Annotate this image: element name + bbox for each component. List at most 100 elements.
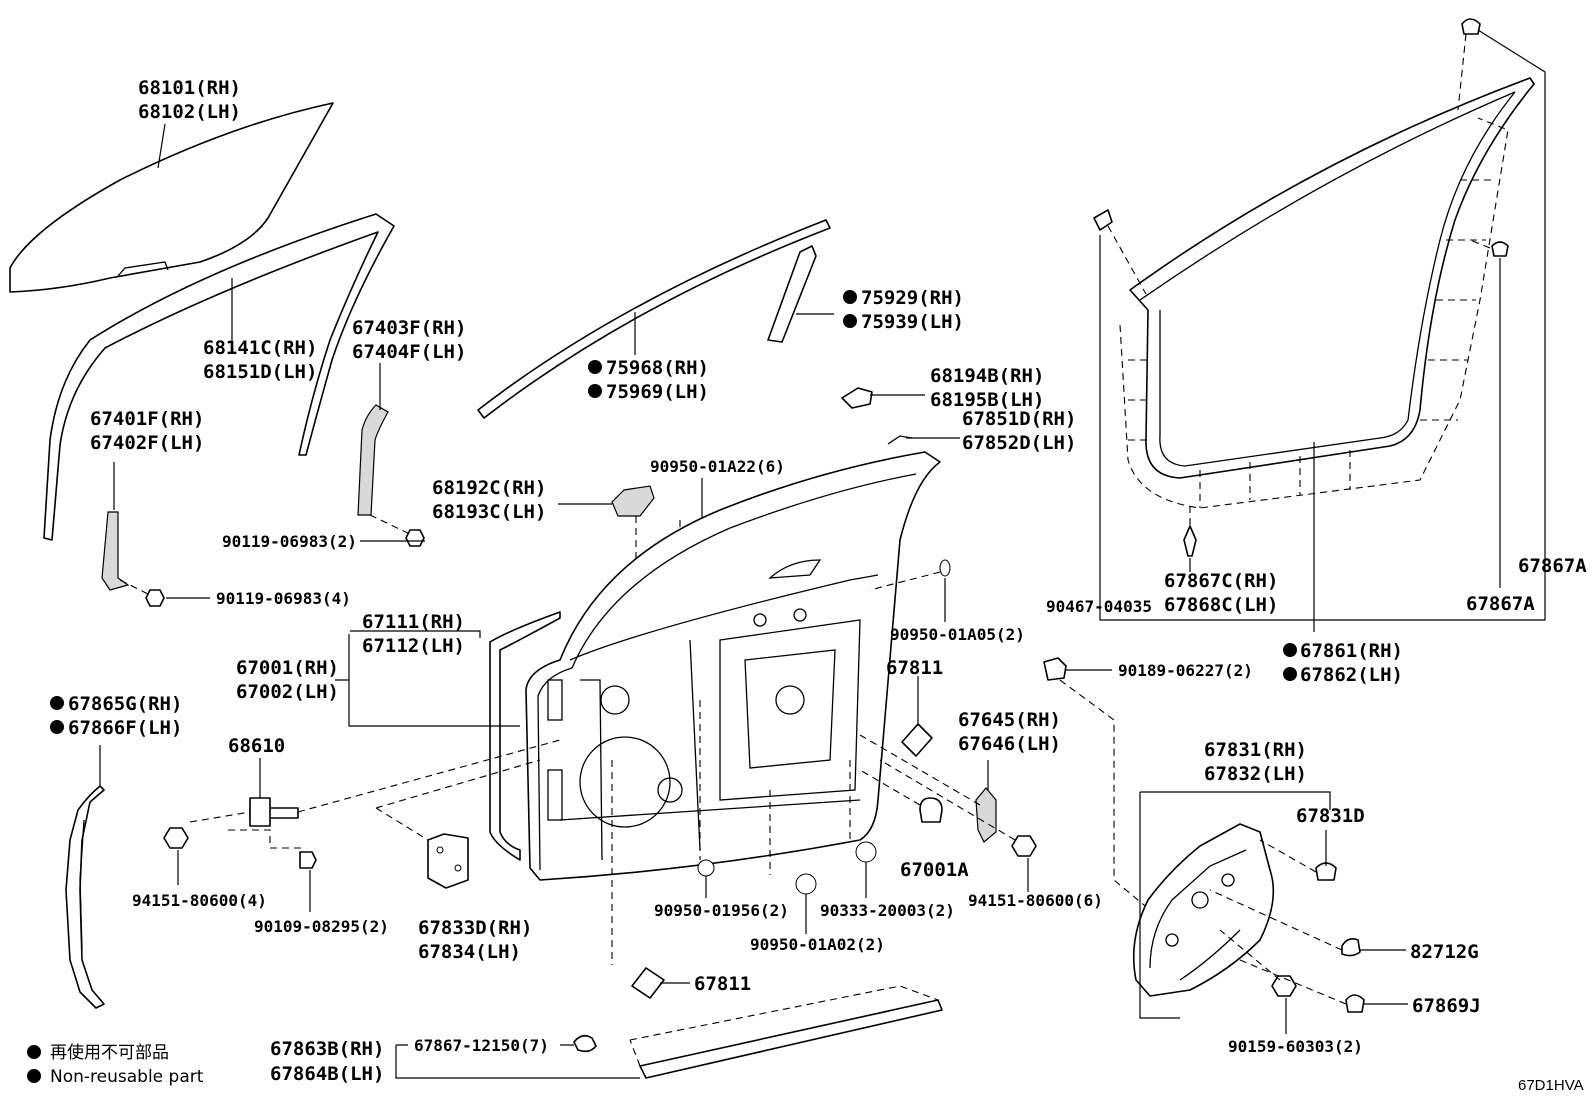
- label-ws-lh: 67862(LH): [1300, 664, 1403, 686]
- label-clip-g: 82712G: [1410, 941, 1479, 963]
- glass-leader: [157, 123, 166, 169]
- label-panel-rh: 67111(RH): [362, 611, 465, 633]
- label-trim-lh: 67832(LH): [1204, 763, 1307, 785]
- label-belt-rh: 75968(RH): [606, 357, 709, 379]
- label-run-rh: 68141C(RH): [203, 337, 317, 359]
- pad-part: [901, 723, 933, 757]
- clip-icon: [1341, 938, 1361, 957]
- label-panel-lh: 67112(LH): [362, 635, 465, 657]
- label-sash-f-rh: 67403F(RH): [352, 317, 466, 339]
- non-reusable-icon: [1283, 643, 1297, 657]
- label-hole-rh: 67833D(RH): [418, 917, 532, 939]
- label-sash-r-lh: 67402F(LH): [90, 432, 204, 454]
- clip-icon: [1043, 657, 1067, 681]
- clip-icon: [1183, 525, 1197, 557]
- plug-icon: [697, 859, 715, 877]
- label-clip6: 90950-01A22(6): [650, 457, 785, 476]
- label-ws-rh: 67861(RH): [1300, 640, 1403, 662]
- label-bkt-lh: 67646(LH): [958, 733, 1061, 755]
- clip-icon: [1491, 241, 1509, 257]
- bracket-part: [611, 485, 655, 517]
- door-seal: [65, 785, 105, 1009]
- label-sash-f-lh: 67404F(LH): [352, 341, 466, 363]
- label-check: 68610: [228, 735, 285, 757]
- cushion-part: [919, 797, 943, 823]
- label-screw-60303: 90159-60303(2): [1228, 1037, 1363, 1056]
- door-panel: [489, 451, 941, 881]
- non-reusable-icon: [27, 1069, 41, 1083]
- non-reusable-icon: [588, 384, 602, 398]
- non-reusable-icon: [843, 314, 857, 328]
- door-glass: [9, 102, 334, 293]
- nut-icon: [1011, 835, 1037, 857]
- rear-sash: [101, 511, 130, 591]
- non-reusable-icon: [1283, 667, 1297, 681]
- clip-icon: [1345, 994, 1365, 1013]
- plug-icon: [939, 559, 951, 577]
- label-cover-rh: 67851D(RH): [962, 408, 1076, 430]
- label-glass-lh: 68102(LH): [138, 101, 241, 123]
- label-pad-b: 67811: [694, 973, 751, 995]
- label-glass-rh: 68101(RH): [138, 77, 241, 99]
- non-reusable-icon: [588, 360, 602, 374]
- label-door-rh: 67001(RH): [236, 657, 339, 679]
- label-clip-a1: 67867A: [1518, 555, 1587, 577]
- label-cushion: 67001A: [900, 859, 969, 881]
- label-nut-4: 94151-80600(4): [132, 891, 267, 910]
- door-trim: [1132, 823, 1275, 997]
- label-clip-c-rh: 67867C(RH): [1164, 570, 1278, 592]
- label-pad-a: 67811: [886, 657, 943, 679]
- garnish: [767, 245, 817, 343]
- glass-run: [43, 213, 395, 541]
- front-sash: [357, 404, 389, 516]
- pad-part: [631, 967, 665, 999]
- label-cover-lh: 67852D(LH): [962, 432, 1076, 454]
- bolt-icon: [299, 851, 317, 869]
- label-bkt-rh: 67645(RH): [958, 709, 1061, 731]
- label-door-lh: 67002(LH): [236, 681, 339, 703]
- label-bolt-08295: 90109-08295(2): [254, 917, 389, 936]
- non-reusable-icon: [843, 290, 857, 304]
- label-clip-04035: 90467-04035: [1046, 597, 1152, 616]
- weatherstrip: [1119, 77, 1535, 509]
- label-bottom-lh: 67864B(LH): [270, 1063, 384, 1085]
- bolt-icon: [405, 529, 425, 547]
- cover-part: [887, 435, 913, 445]
- belt-moulding: [477, 219, 831, 419]
- legend-en: Non-reusable part: [50, 1067, 204, 1087]
- label-garn-rh: 75929(RH): [861, 287, 964, 309]
- stopper-part: [841, 387, 873, 409]
- label-bolt-a: 90119-06983(2): [222, 532, 357, 551]
- door-check: [249, 797, 299, 827]
- label-brk-lh: 68193C(LH): [432, 501, 546, 523]
- label-stop-lh: 68195B(LH): [930, 389, 1044, 411]
- bottom-moulding: [629, 985, 943, 1079]
- clip-icon: [1093, 209, 1113, 231]
- label-plug-a05: 90950-01A05(2): [890, 625, 1025, 644]
- legend-jp: 再使用不可部品: [50, 1042, 169, 1063]
- screw-icon: [1271, 975, 1297, 997]
- label-hole-lh: 67834(LH): [418, 941, 521, 963]
- label-belt-lh: 75969(LH): [606, 381, 709, 403]
- bolt-icon: [145, 589, 165, 607]
- label-clip-j: 67869J: [1412, 995, 1481, 1017]
- label-trim-rh: 67831(RH): [1204, 739, 1307, 761]
- label-nut-6: 94151-80600(6): [968, 891, 1103, 910]
- label-bottom-rh: 67863B(RH): [270, 1038, 384, 1060]
- label-brk-rh: 68192C(RH): [432, 477, 546, 499]
- label-bolt-b: 90119-06983(4): [216, 589, 351, 608]
- label-seal-lh: 67866F(LH): [68, 717, 182, 739]
- label-stop-rh: 68194B(RH): [930, 365, 1044, 387]
- clip-icon: [1461, 18, 1481, 35]
- label-seal-rh: 67865G(RH): [68, 693, 182, 715]
- label-clip-12150: 67867-12150(7): [414, 1036, 549, 1055]
- label-clip-c-lh: 67868C(LH): [1164, 594, 1278, 616]
- label-garn-lh: 75939(LH): [861, 311, 964, 333]
- label-plug-20003: 90333-20003(2): [820, 901, 955, 920]
- label-sash-r-rh: 67401F(RH): [90, 408, 204, 430]
- label-clip-a2: 67867A: [1466, 593, 1535, 615]
- label-plug-1956: 90950-01956(2): [654, 901, 789, 920]
- clip-icon: [1315, 862, 1337, 881]
- hole-cover-part: [427, 833, 469, 889]
